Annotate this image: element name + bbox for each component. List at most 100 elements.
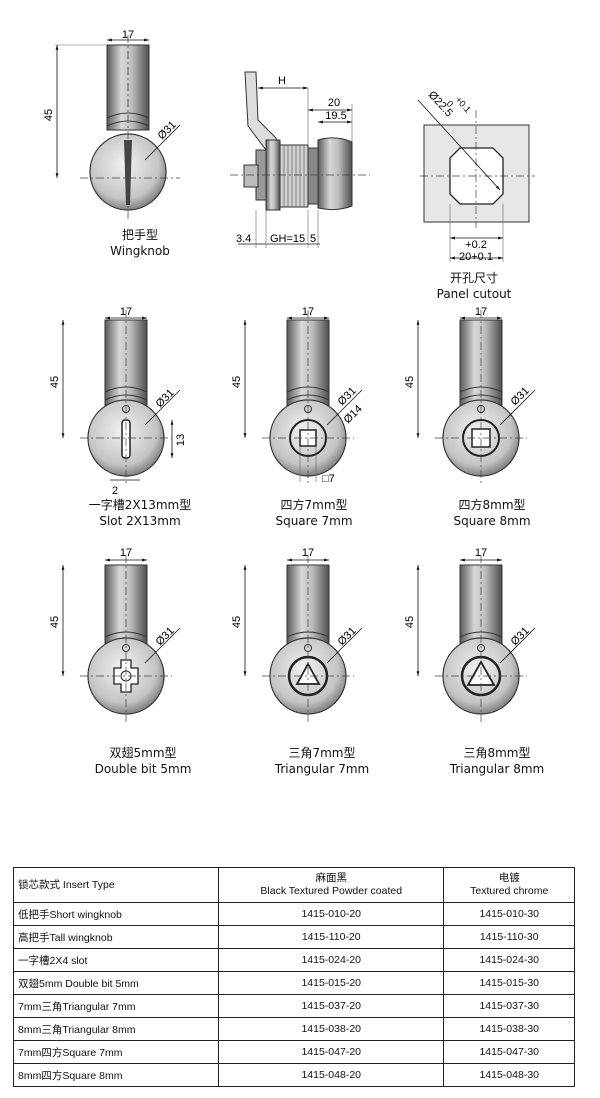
cutout-caption-cn: 开孔尺寸 — [449, 271, 498, 285]
triangular7-dim-width: 17 — [302, 547, 314, 559]
slot-caption-cn: 一字槽2X13mm型 — [88, 498, 192, 512]
row-black-part: 1415-024-20 — [217, 948, 445, 972]
triangular8-caption-en: Triangular 8mm — [449, 762, 545, 776]
side-dim-5: 5 — [310, 233, 316, 245]
side-dim-gh: GH=15 — [270, 233, 305, 245]
header-insert-type: 锁芯款式 Insert Type — [13, 867, 219, 903]
side-view: H 20 19.5 3.4 GH=15 5 — [230, 71, 370, 248]
row-black-part: 1415-048-20 — [217, 1063, 445, 1087]
wingknob-dim-width: 17 — [122, 29, 134, 41]
variant-triangular8-view: 17 45 Ø31 — [404, 547, 536, 722]
square7-dim-height: 45 — [231, 376, 243, 388]
triangular8-dim-width: 17 — [475, 547, 487, 559]
panel-cutout-view: Ø22.5 +0.1 0 +0.2 20+0.1 — [417, 89, 535, 263]
square8-dim-dia: Ø31 — [509, 385, 532, 408]
row-insert-type: 一字槽2X4 slot — [13, 948, 219, 972]
square8-dim-width: 17 — [475, 306, 487, 318]
doublebit-dim-dia: Ø31 — [154, 625, 177, 648]
header-black-coated: 麻面黑 Black Textured Powder coated — [217, 867, 445, 903]
row-chrome-part: 1415-110-30 — [443, 925, 575, 949]
row-chrome-part: 1415-047-30 — [443, 1040, 575, 1064]
side-dim-20: 20 — [328, 97, 340, 109]
doublebit-caption-en: Double bit 5mm — [94, 762, 192, 776]
square8-caption: 四方8mm型 Square 8mm — [453, 497, 530, 529]
slot-caption-en: Slot 2X13mm — [99, 514, 181, 528]
header-chrome-en: Textured chrome — [470, 885, 549, 897]
header-black-coated-cn: 麻面黑 — [315, 872, 347, 884]
triangular7-caption-en: Triangular 7mm — [274, 762, 370, 776]
square8-caption-cn: 四方8mm型 — [458, 498, 526, 512]
side-dim-h: H — [278, 75, 286, 87]
slot-dim-height: 45 — [49, 376, 61, 388]
row-chrome-part: 1415-048-30 — [443, 1063, 575, 1087]
slot-dim-13: 13 — [175, 434, 187, 446]
square7-dim-7: □7 — [322, 473, 335, 485]
side-dim-3-4: 3.4 — [236, 233, 251, 245]
row-chrome-part: 1415-038-30 — [443, 1017, 575, 1041]
triangular7-dim-height: 45 — [231, 616, 243, 628]
variant-square7-view: 17 45 Ø31 Ø14 □7 — [231, 306, 365, 485]
cutout-dim-tol: +0.1 — [454, 95, 473, 115]
doublebit-dim-width: 17 — [120, 547, 132, 559]
table-header-row: 锁芯款式 Insert Type 麻面黑 Black Textured Powd… — [13, 867, 575, 903]
row-black-part: 1415-010-20 — [217, 902, 445, 926]
square7-dim-width: 17 — [302, 306, 314, 318]
triangular8-dim-height: 45 — [404, 616, 416, 628]
row-black-part: 1415-047-20 — [217, 1040, 445, 1064]
row-black-part: 1415-015-20 — [217, 971, 445, 995]
row-insert-type: 高把手Tall wingknob — [13, 925, 219, 949]
wingknob-caption-cn: 把手型 — [121, 228, 159, 242]
slot-caption: 一字槽2X13mm型 Slot 2X13mm — [89, 497, 192, 529]
cutout-caption-en: Panel cutout — [436, 287, 512, 301]
cutout-dim-tol0: 0 — [445, 99, 456, 109]
square7-caption-en: Square 7mm — [275, 514, 353, 528]
row-insert-type: 7mm四方Square 7mm — [13, 1040, 219, 1064]
variant-triangular7-view: 17 45 Ø31 — [231, 547, 363, 722]
variant-doublebit-view: 17 45 Ø31 — [49, 547, 181, 722]
cutout-dim-plus02: +0.2 — [465, 239, 487, 251]
side-dim-19-5: 19.5 — [325, 110, 346, 122]
row-chrome-part: 1415-024-30 — [443, 948, 575, 972]
doublebit-caption-cn: 双翅5mm型 — [109, 746, 177, 760]
row-chrome-part: 1415-037-30 — [443, 994, 575, 1018]
wingknob-caption: 把手型 Wingknob — [110, 227, 170, 259]
square8-dim-height: 45 — [404, 376, 416, 388]
doublebit-dim-height: 45 — [49, 616, 61, 628]
cutout-dim-20: 20+0.1 — [459, 251, 493, 263]
wingknob-dim-height: 45 — [43, 109, 55, 121]
wingknob-dim-dia: Ø31 — [156, 119, 179, 142]
row-insert-type: 低把手Short wingknob — [13, 902, 219, 926]
row-insert-type: 8mm四方Square 8mm — [13, 1063, 219, 1087]
slot-dim-2: 2 — [112, 485, 118, 497]
slot-dim-dia: Ø31 — [154, 387, 177, 410]
header-chrome-cn: 电镀 — [498, 872, 520, 884]
triangular8-dim-dia: Ø31 — [509, 625, 532, 648]
cutout-caption: 开孔尺寸 Panel cutout — [437, 270, 512, 302]
triangular7-dim-dia: Ø31 — [336, 625, 359, 648]
row-black-part: 1415-110-20 — [217, 925, 445, 949]
technical-drawing: 17 45 Ø31 H 20 19.5 3.4 GH — [43, 29, 536, 722]
wingknob-caption-en: Wingknob — [110, 244, 170, 258]
row-insert-type: 双翅5mm Double bit 5mm — [13, 971, 219, 995]
row-chrome-part: 1415-015-30 — [443, 971, 575, 995]
header-chrome: 电镀 Textured chrome — [443, 867, 575, 903]
part-number-table: 锁芯款式 Insert Type 麻面黑 Black Textured Powd… — [13, 867, 575, 1087]
slot-dim-width: 17 — [120, 306, 132, 318]
row-insert-type: 7mm三角Triangular 7mm — [13, 994, 219, 1018]
triangular8-caption: 三角8mm型 Triangular 8mm — [450, 745, 544, 777]
row-black-part: 1415-038-20 — [217, 1017, 445, 1041]
row-insert-type: 8mm三角Triangular 8mm — [13, 1017, 219, 1041]
square8-caption-en: Square 8mm — [453, 514, 531, 528]
header-insert-type-text: 锁芯款式 Insert Type — [18, 878, 115, 891]
variant-square8-view: 17 45 Ø31 — [404, 306, 536, 484]
variant-slot-view: 17 45 Ø31 13 2 — [49, 306, 187, 497]
doublebit-caption: 双翅5mm型 Double bit 5mm — [95, 745, 192, 777]
square7-caption: 四方7mm型 Square 7mm — [275, 497, 352, 529]
